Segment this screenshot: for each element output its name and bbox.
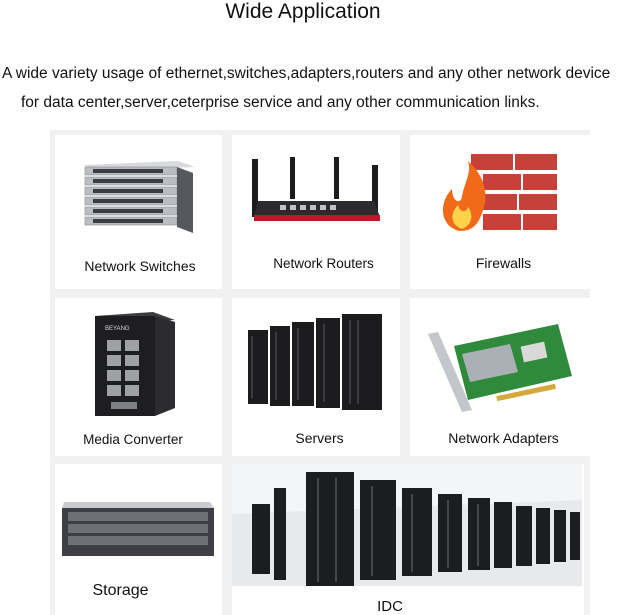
product-label: IDC	[377, 598, 403, 615]
product-label: Network Switches	[84, 258, 196, 274]
product-label: Firewalls	[475, 255, 532, 271]
product-tile-firewalls: Firewalls	[410, 135, 590, 289]
product-tile-storage: Storage	[55, 464, 222, 615]
page-title: Wide Application	[225, 0, 381, 23]
description-line-2: for data center,server,ceterprise servic…	[21, 94, 540, 111]
product-label: Network Routers	[273, 256, 374, 271]
product-tile-network-adapters: Network Adapters	[410, 298, 590, 456]
product-tile-idc: IDC	[232, 464, 584, 615]
description-line-1: A wide variety usage of ethernet,switche…	[2, 65, 611, 82]
storage-array-image	[62, 502, 214, 556]
router-image	[252, 157, 380, 221]
product-tile-servers: Servers	[232, 298, 400, 456]
server-rack-image	[248, 314, 382, 410]
media-converter-image: BEYANG	[95, 312, 175, 416]
data-center-image	[232, 464, 582, 586]
product-label: Media Converter	[83, 432, 183, 447]
network-switch-image	[83, 161, 195, 233]
network-adapter-image	[428, 324, 572, 412]
product-label: Servers	[295, 430, 344, 446]
product-tile-media-converter: BEYANG Media Converter	[55, 298, 222, 456]
product-label: Storage	[92, 582, 149, 599]
product-tile-network-switches: Network Switches	[55, 135, 222, 289]
product-tile-network-routers: Network Routers	[232, 135, 400, 289]
brand-label: BEYANG	[105, 326, 130, 332]
firewall-image	[442, 152, 559, 232]
product-label: Network Adapters	[448, 430, 559, 446]
